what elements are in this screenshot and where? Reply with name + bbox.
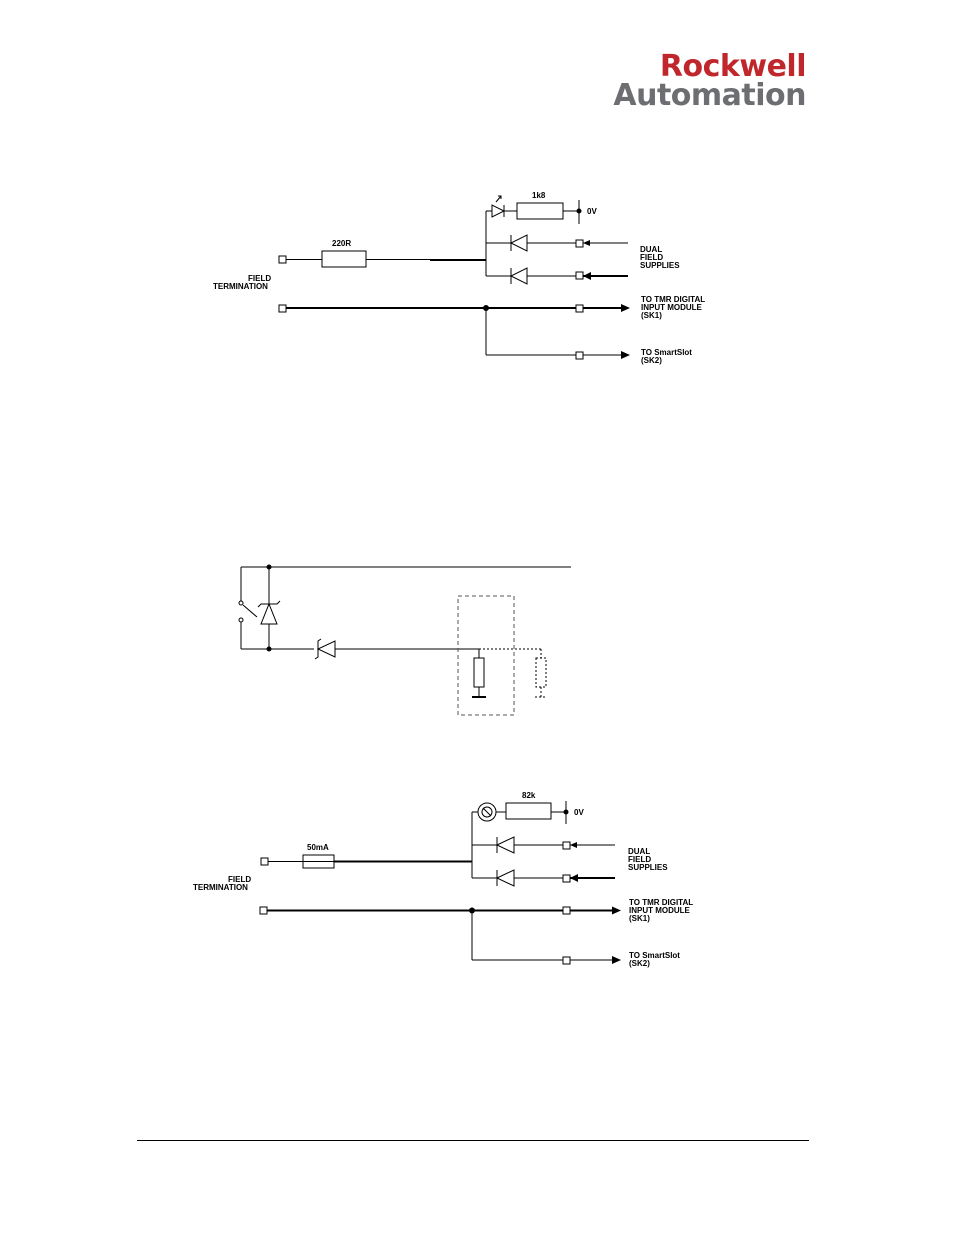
terminal-supply-1 bbox=[576, 240, 583, 247]
terminal-field-bottom bbox=[279, 305, 286, 312]
resistor-220r-label: 220R bbox=[332, 239, 351, 248]
zero-volt-label: 0V bbox=[587, 207, 597, 216]
terminal-tmr bbox=[576, 305, 583, 312]
terminal-smartslot-3 bbox=[563, 957, 570, 964]
terminal-supply-3b bbox=[563, 875, 570, 882]
switch-contact-top bbox=[239, 601, 243, 605]
field-termination-label-3-2: TERMINATION bbox=[193, 883, 248, 892]
alternate-resistor bbox=[536, 658, 546, 687]
diagram-input-circuit-lamp: 50mA 82k 0V bbox=[193, 791, 693, 968]
supply-diode-3b bbox=[497, 870, 514, 886]
supply-diode-2 bbox=[511, 268, 527, 284]
zener-diode bbox=[261, 604, 277, 624]
terminal-supply-2 bbox=[576, 272, 583, 279]
resistor-82k-label: 82k bbox=[522, 791, 536, 800]
supply-diode-3a bbox=[497, 837, 514, 853]
field-termination-label-2: TERMINATION bbox=[213, 282, 268, 291]
dual-supplies-label-3-3: SUPPLIES bbox=[628, 863, 668, 872]
zero-volt-label-3: 0V bbox=[574, 808, 584, 817]
series-diode bbox=[318, 641, 335, 657]
terminal-supply-3a bbox=[563, 842, 570, 849]
footer-rule bbox=[137, 1140, 809, 1141]
smartslot-output-label-3-2: (SK2) bbox=[629, 959, 650, 968]
load-resistor bbox=[474, 658, 484, 687]
resistor-82k bbox=[506, 803, 551, 819]
supply-diode-1 bbox=[511, 235, 527, 251]
tmr-output-label-3: (SK1) bbox=[641, 311, 662, 320]
diagram-field-switch-circuit bbox=[239, 565, 571, 715]
resistor-1k8 bbox=[517, 203, 563, 219]
diagram-input-circuit-led: 220R 1k8 0V bbox=[213, 191, 705, 365]
terminal-field-bottom-3 bbox=[260, 907, 267, 914]
resistor-220r bbox=[322, 251, 366, 267]
switch-contact-bottom bbox=[239, 618, 243, 622]
fuse-label: 50mA bbox=[307, 843, 329, 852]
led-diode bbox=[492, 205, 504, 217]
terminal-field-top bbox=[279, 256, 286, 263]
tmr-output-label-3-3: (SK1) bbox=[629, 914, 650, 923]
smartslot-output-label-2: (SK2) bbox=[641, 356, 662, 365]
dual-supplies-label-3: SUPPLIES bbox=[640, 261, 680, 270]
resistor-1k8-label: 1k8 bbox=[532, 191, 546, 200]
terminal-smartslot bbox=[576, 352, 583, 359]
terminal-tmr-3 bbox=[563, 907, 570, 914]
terminal-field-top-3 bbox=[261, 858, 268, 865]
